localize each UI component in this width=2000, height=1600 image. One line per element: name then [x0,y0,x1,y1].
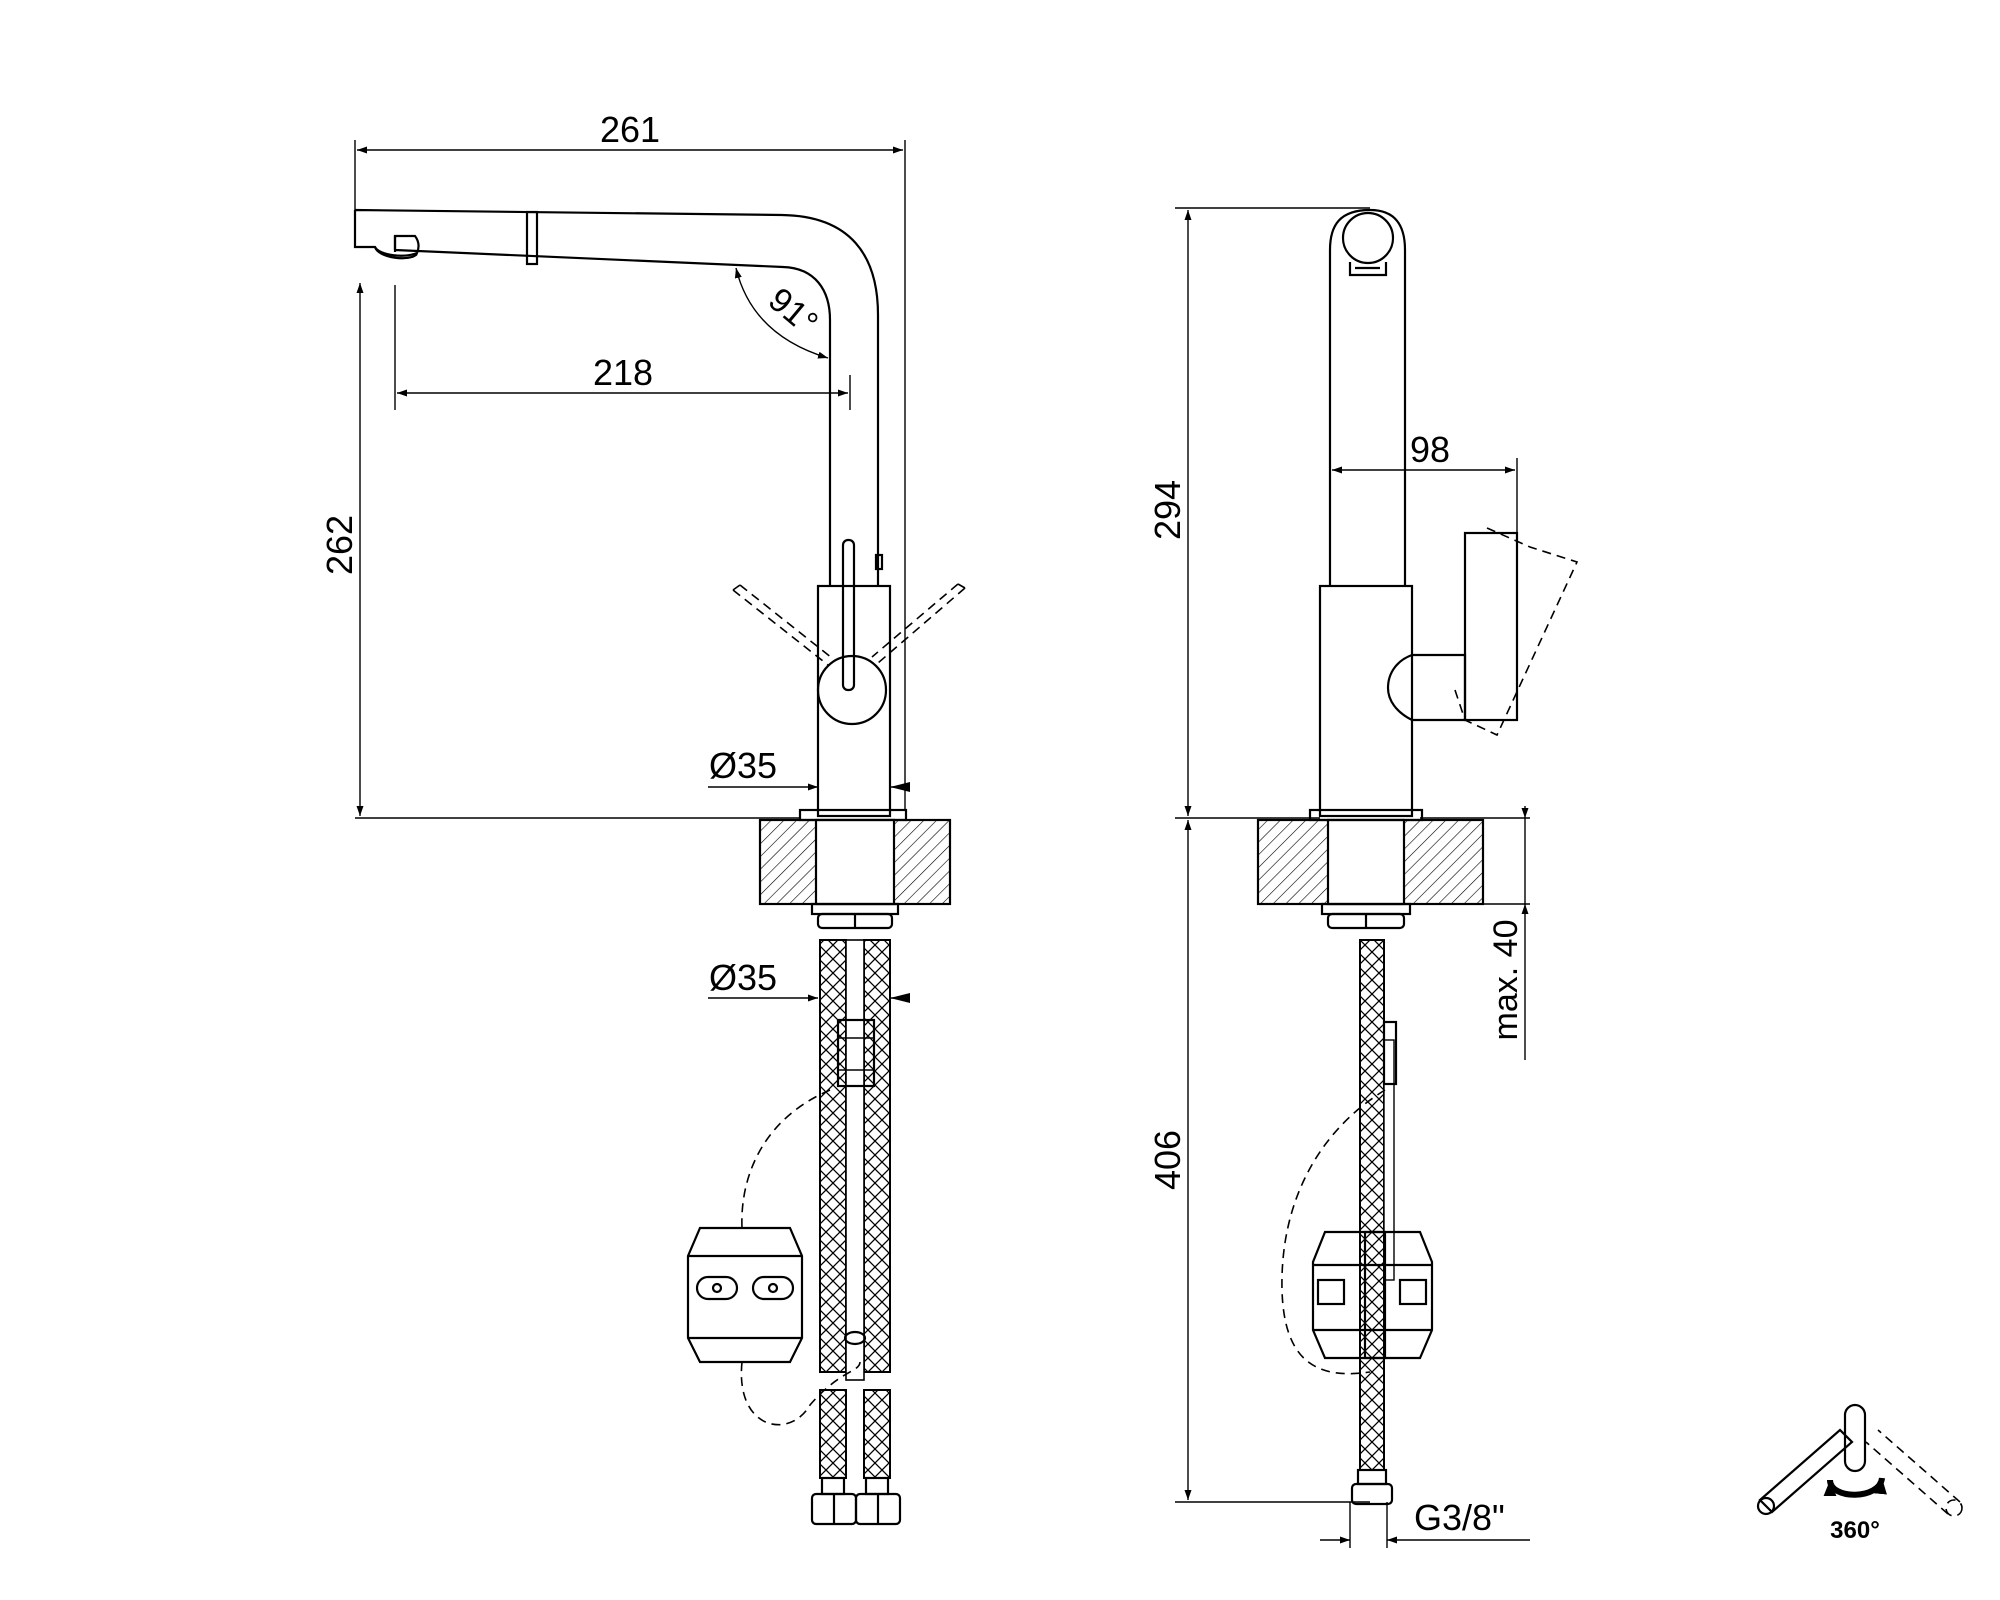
side-spout-outlet [1341,211,1395,265]
hose-counterweight [686,1226,804,1364]
side-counterweight [1311,1230,1434,1360]
hose-left [819,939,847,1373]
side-hose [1359,939,1385,1471]
aerator [373,246,418,260]
lever-ghost-left [732,584,833,666]
rotation-lever-left [1758,1428,1854,1514]
mounting-shank [814,818,896,906]
handle-offset-label: 98 [1410,429,1450,470]
rotation-arrow [1823,1477,1887,1498]
angle-arc [734,267,829,359]
side-hose-fitting [1350,1482,1394,1506]
rotation-lever-right-ghost [1865,1429,1961,1515]
hole-diameter-label: Ø35 [709,957,777,998]
side-hose-coupling [1382,1020,1398,1086]
side-base-flange [1308,808,1424,822]
width-label: 261 [600,109,660,150]
side-hose-loop [1281,1089,1386,1375]
rotation-360-icon: 360° [1756,1403,1963,1544]
front-view: 261 218 262 91° Ø35 [319,109,966,1526]
counter-thickness-label: max. 40 [1487,920,1525,1041]
rotation-label: 360° [1830,1517,1880,1544]
hose-right [863,939,891,1373]
pull-out-hose [845,939,865,1381]
hose-loop-top [741,1089,831,1229]
lever-ghost-right [871,583,966,664]
side-mounting-shank [1326,818,1406,906]
side-lever-handle [1463,531,1519,722]
side-pull-out-hose [1383,1039,1395,1281]
lever-hub [816,654,888,726]
base-flange [798,808,908,822]
height-label: 262 [319,515,360,575]
body-diameter-label: Ø35 [709,745,777,786]
lever-handle [841,538,856,692]
side-spout [1328,208,1407,585]
mounting-washer [810,902,900,916]
hose-fittings [810,1476,902,1526]
body-mark [874,553,884,571]
side-view: 294 406 98 max. 40 G3/8" [1147,207,1579,1548]
angle-label: 91° [761,280,825,342]
hose-end [843,1330,867,1346]
hose-length-label: 406 [1147,1130,1188,1190]
side-height-label: 294 [1147,480,1188,540]
hose-left-lower [819,1389,847,1479]
side-faucet-body [1318,584,1414,818]
hose-right-lower [863,1389,891,1479]
thread-label: G3/8" [1414,1497,1505,1538]
spout [353,208,880,585]
spout-joint [525,210,539,266]
side-lever-hub [1386,653,1467,722]
rotation-faucet-body [1843,1403,1867,1473]
reach-label: 218 [593,352,653,393]
hose-loop-bottom [740,1361,861,1426]
hose-coupling [836,1018,876,1088]
